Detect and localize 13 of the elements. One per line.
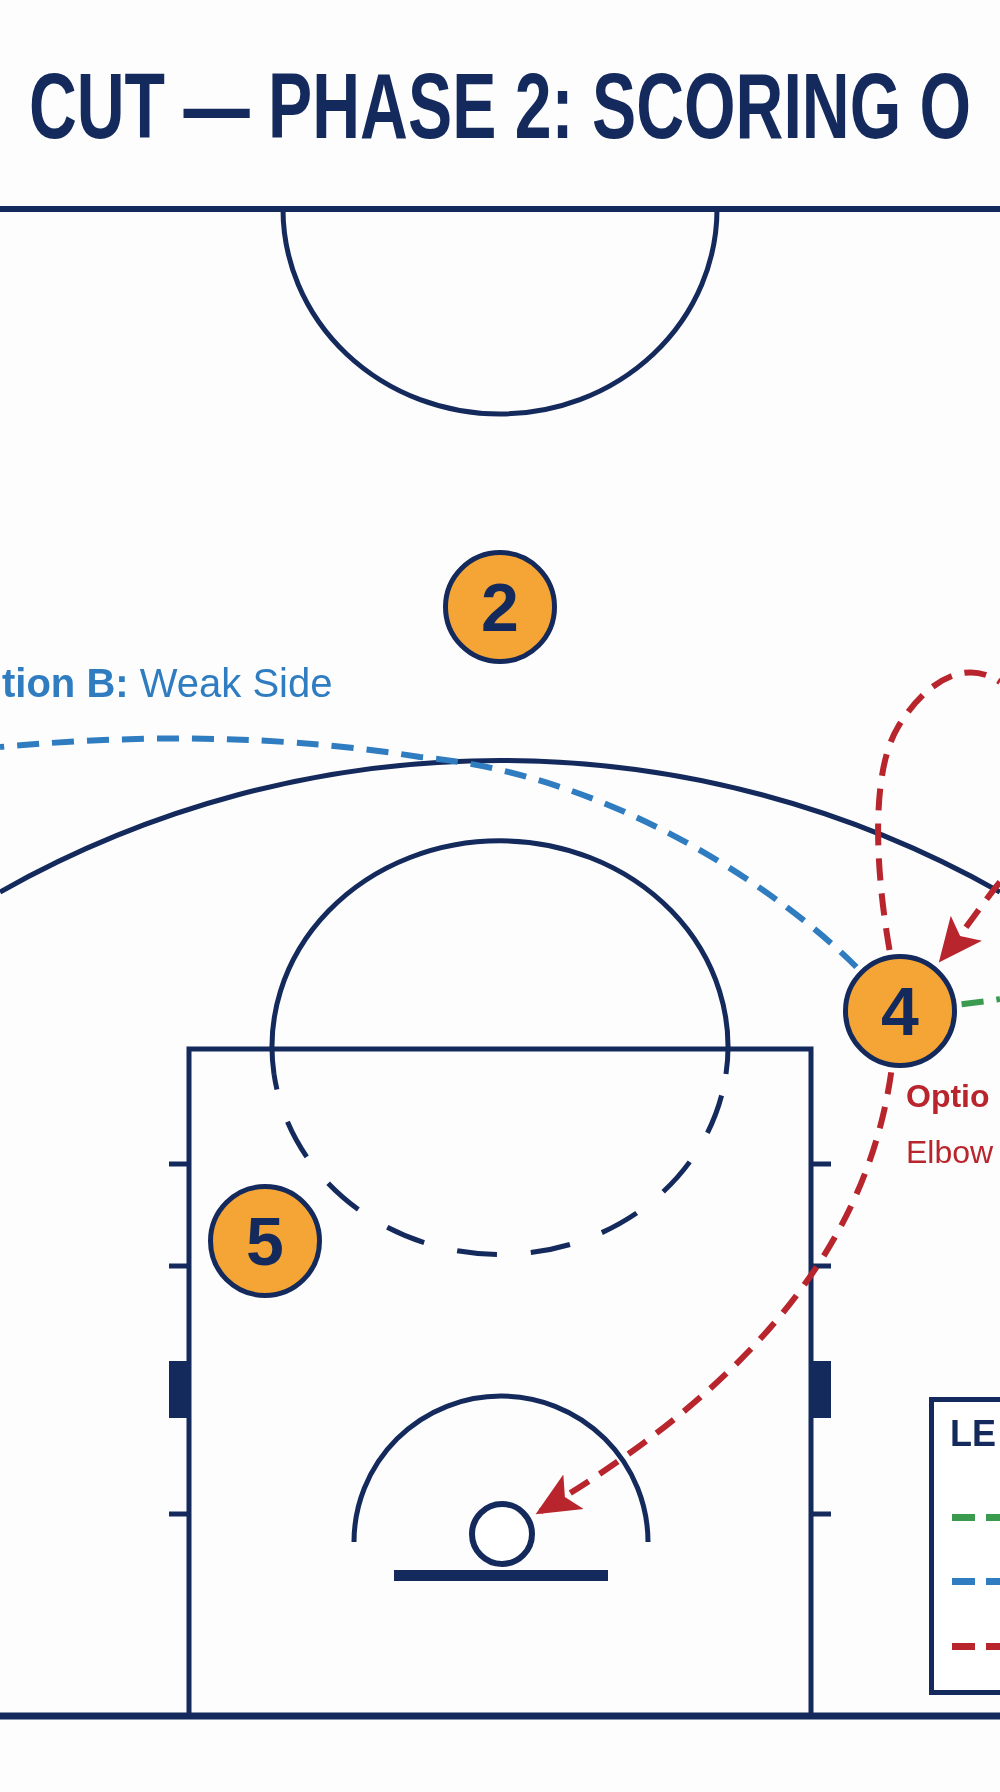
- edge-label: Optio Elbow: [906, 1077, 995, 1172]
- legend-title: LE: [950, 1413, 996, 1455]
- dashed-line: [875, 669, 1000, 951]
- legend-panel: [929, 1397, 1000, 1695]
- dashed-line: [0, 735, 859, 970]
- diagram-title: CUT — PHASE 2: SCORING O: [28, 60, 972, 152]
- player-marker: 2: [443, 550, 557, 664]
- player-marker: 5: [208, 1184, 322, 1298]
- dashed-arrow: [936, 880, 1000, 965]
- edge-label: tion B: Weak Side: [2, 660, 333, 707]
- dashed-arrow: [534, 1071, 895, 1517]
- player-marker: 4: [843, 954, 957, 1068]
- dashed-line: [961, 996, 1000, 1008]
